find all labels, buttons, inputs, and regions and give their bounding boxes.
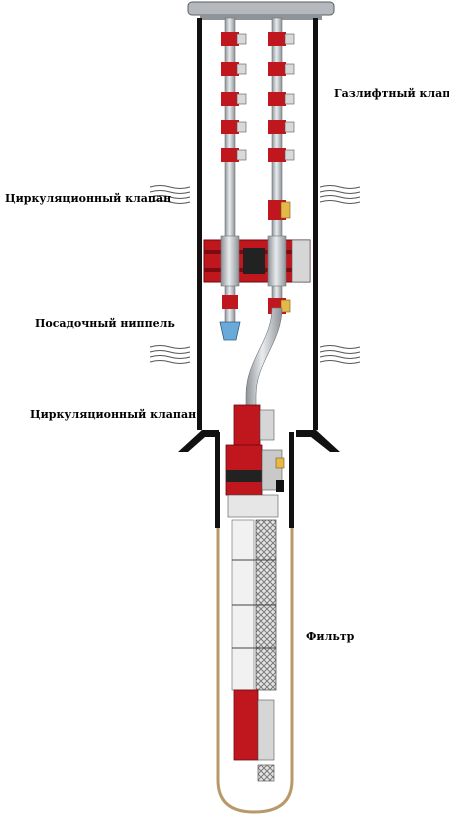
perforations [149,185,361,364]
dual-packer [203,235,311,287]
label-circulation-valve-bottom: Циркуляционный клапан [30,408,196,421]
label-gaslift-valve: Газлифтный клапан [334,87,449,100]
lower-casing [215,432,294,528]
label-seating-nipple: Посадочный ниппель [35,317,175,330]
upper-casing [178,18,340,452]
label-filter: Фильтр [306,630,355,643]
seating-nipple-part [219,321,241,341]
tubing-string-right [245,17,295,421]
wellhead [187,1,335,20]
tubing-string-left [219,17,247,341]
downhole-assembly [225,404,285,782]
gaslift-mandrels-left [221,32,247,162]
label-circulation-valve-top: Циркуляционный клапан [5,192,171,205]
gaslift-mandrels-right [268,32,295,162]
open-hole [216,528,294,814]
